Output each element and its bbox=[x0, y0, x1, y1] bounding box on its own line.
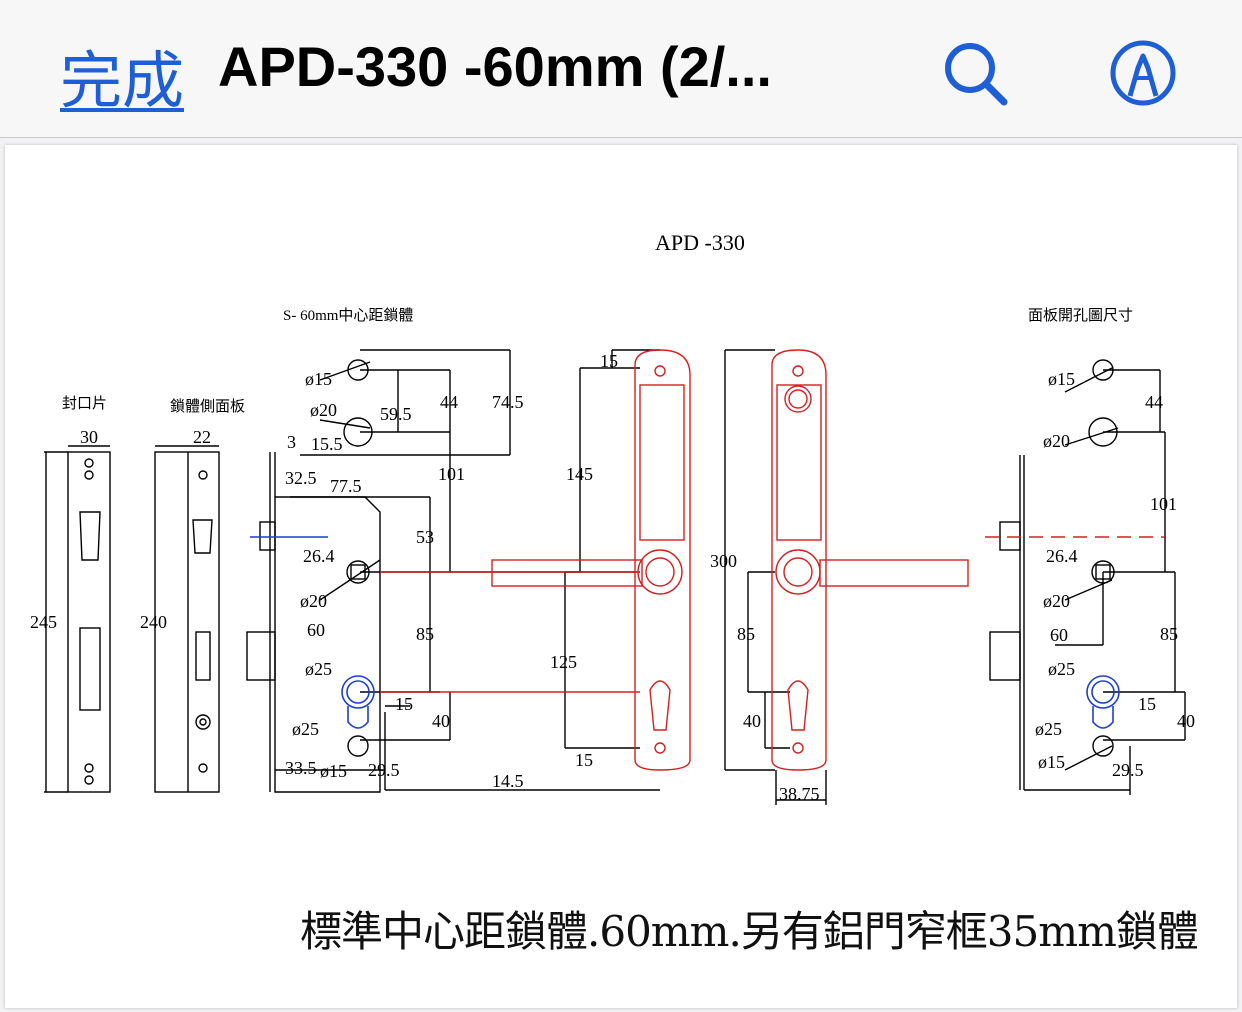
dim-phi25-b: ø25 bbox=[292, 719, 319, 739]
dim-phi15-a: ø15 bbox=[305, 369, 332, 389]
panel-dim-phi20-b: ø20 bbox=[1043, 591, 1070, 611]
dim-15-top: 15 bbox=[600, 351, 618, 371]
panel-dim-phi15-a: ø15 bbox=[1048, 369, 1075, 389]
dim-85-right: 85 bbox=[737, 624, 755, 644]
panel-hole-label: 面板開孔圖尺寸 bbox=[1028, 306, 1133, 324]
panel-dim-15: 15 bbox=[1138, 694, 1156, 714]
dim-101: 101 bbox=[438, 464, 465, 484]
panel-dim-44: 44 bbox=[1145, 392, 1163, 412]
dim-40: 40 bbox=[432, 711, 450, 731]
faceplate-label: 封口片 bbox=[62, 395, 107, 412]
dim-phi25-a: ø25 bbox=[305, 659, 332, 679]
dim-26-4: 26.4 bbox=[303, 546, 335, 566]
side-plate-label: 鎖體側面板 bbox=[170, 397, 245, 415]
dim-phi20-a: ø20 bbox=[310, 400, 337, 420]
panel-dim-phi15-b: ø15 bbox=[1038, 752, 1065, 772]
dim-38-75: 38.75 bbox=[779, 784, 820, 804]
dim-40-right: 40 bbox=[743, 711, 761, 731]
dim-15-bottom: 15 bbox=[575, 750, 593, 770]
document-title: APD-330 -60mm (2/... bbox=[218, 35, 772, 98]
dim-240: 240 bbox=[140, 612, 167, 632]
panel-dim-26-4: 26.4 bbox=[1046, 546, 1078, 566]
panel-dim-101: 101 bbox=[1150, 494, 1177, 514]
dim-245: 245 bbox=[30, 612, 57, 632]
panel-dim-phi20-a: ø20 bbox=[1043, 431, 1070, 451]
done-button[interactable]: 完成 bbox=[60, 44, 185, 117]
drawing-caption: 標準中心距鎖體.60mm.另有鋁門窄框35mm鎖體 bbox=[300, 907, 1199, 956]
dim-77-5: 77.5 bbox=[330, 476, 362, 496]
dim-phi20-b: ø20 bbox=[300, 591, 327, 611]
drawing-title: APD -330 bbox=[655, 230, 745, 255]
pdf-page: APD -330 S- 60mm中心距鎖體 面板開孔圖尺寸 封口片 鎖體側面板 … bbox=[5, 145, 1237, 1008]
search-icon[interactable] bbox=[940, 38, 1010, 108]
faceplate-outline bbox=[67, 451, 111, 793]
panel-dim-40: 40 bbox=[1177, 711, 1195, 731]
dim-30: 30 bbox=[80, 427, 98, 447]
dim-14-5: 14.5 bbox=[492, 771, 524, 791]
dim-53: 53 bbox=[416, 527, 434, 547]
dim-85: 85 bbox=[416, 624, 434, 644]
markup-pen-icon[interactable] bbox=[1108, 38, 1178, 108]
dim-33-5: 33.5 bbox=[285, 758, 317, 778]
dim-145: 145 bbox=[566, 464, 593, 484]
top-toolbar: 完成 APD-330 -60mm (2/... bbox=[0, 0, 1242, 138]
panel-dim-phi25-a: ø25 bbox=[1048, 659, 1075, 679]
dim-60: 60 bbox=[307, 620, 325, 640]
dim-44: 44 bbox=[440, 392, 458, 412]
panel-dim-29-5: 29.5 bbox=[1112, 760, 1144, 780]
dim-300: 300 bbox=[710, 551, 737, 571]
dim-3: 3 bbox=[287, 432, 296, 452]
dim-125: 125 bbox=[550, 652, 577, 672]
dim-59-5: 59.5 bbox=[380, 404, 412, 424]
panel-dim-phi25-b: ø25 bbox=[1035, 719, 1062, 739]
dim-74-5: 74.5 bbox=[492, 392, 524, 412]
panel-dim-85: 85 bbox=[1160, 624, 1178, 644]
dim-phi15-b: ø15 bbox=[320, 761, 347, 781]
panel-dim-60: 60 bbox=[1050, 625, 1068, 645]
dim-22: 22 bbox=[193, 427, 211, 447]
dim-15-b: 15 bbox=[395, 694, 413, 714]
dim-29-5: 29.5 bbox=[368, 760, 400, 780]
lock-body-label: S- 60mm中心距鎖體 bbox=[283, 307, 413, 324]
dim-32-5: 32.5 bbox=[285, 468, 317, 488]
dim-15-5: 15.5 bbox=[311, 434, 343, 454]
technical-drawing: APD -330 S- 60mm中心距鎖體 面板開孔圖尺寸 封口片 鎖體側面板 … bbox=[30, 230, 1195, 805]
